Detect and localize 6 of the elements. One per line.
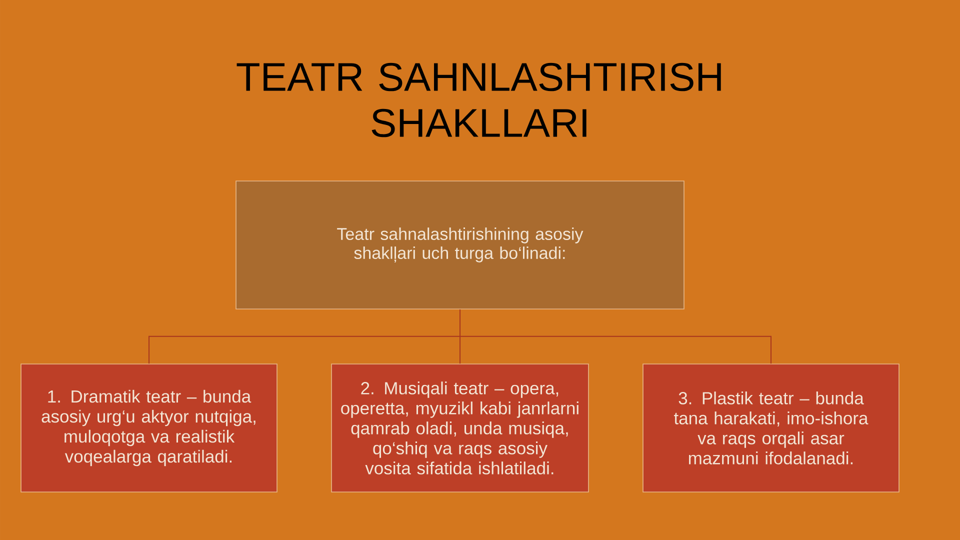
connector (148, 308, 772, 364)
category-box: 3. Plastik teatr – bunda tana harakati, imo-ishora va raqs orqali asar mazmuni ifodalanadi. (642, 364, 900, 492)
summary-box: Teatr sahnalashtirishining asosiy shaklļari uch turga bo‘linadi: (236, 180, 684, 310)
title: TEATR SAHNLASHTIRISH SHAKLLARI (236, 62, 721, 138)
category-box: 1. Dramatik teatr – bunda asosiy urg‘u aktyor nutqiga, muloqotga va realistik voqealarga qaratiladi. (20, 364, 278, 492)
category-box: 2. Musiqali teatr – opera, operetta, myuzikl kabi janrlarni qamrab oladi, unda musiqa, qo‘shiq va raqs asosiy vosita sifatida ishlatiladi. (331, 364, 589, 492)
